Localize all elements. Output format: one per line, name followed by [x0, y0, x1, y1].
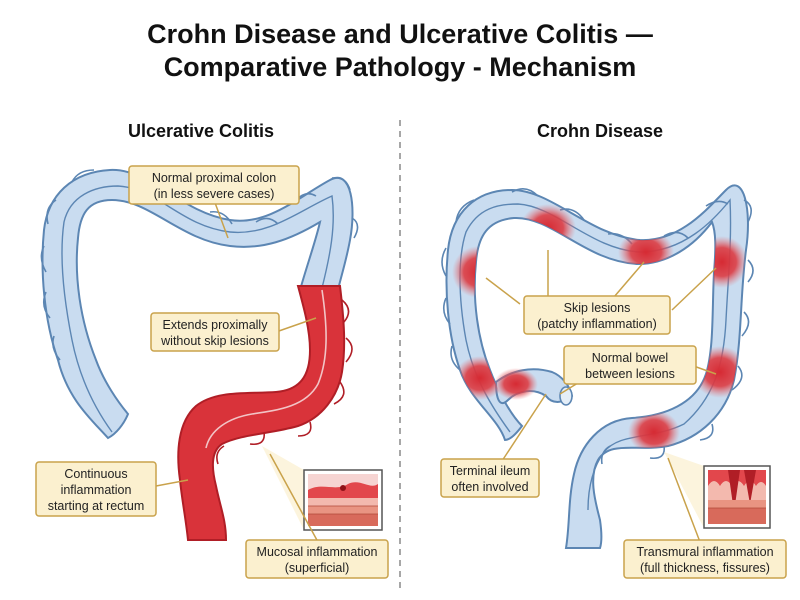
callout-normal-between: Normal bowel between lesions	[563, 345, 697, 385]
svg-text:Transmural inflammation: Transmural inflammation	[636, 545, 773, 559]
svg-text:Skip lesions: Skip lesions	[564, 301, 631, 315]
callout-skip-lesions: Skip lesions (patchy inflammation)	[523, 295, 671, 335]
uc-heading: Ulcerative Colitis	[127, 121, 275, 141]
callout-normal-proximal: Normal proximal colon (in less severe ca…	[128, 165, 300, 205]
title-line-2: Comparative Pathology - Mechanism	[163, 52, 637, 82]
svg-text:Mucosal inflammation: Mucosal inflammation	[257, 545, 378, 559]
callout-transmural: Transmural inflammation (full thickness,…	[623, 539, 787, 579]
cd-lesion	[618, 230, 674, 274]
callout-continuous: Continuous inflammation starting at rect…	[35, 461, 157, 517]
cd-lesion	[692, 346, 748, 398]
svg-text:often involved: often involved	[451, 480, 528, 494]
svg-text:(in less severe cases): (in less severe cases)	[154, 187, 275, 201]
svg-text:without skip lesions: without skip lesions	[160, 334, 269, 348]
callout-extends-proximally: Extends proximally without skip lesions	[150, 312, 280, 352]
uc-mucosal-inset	[262, 446, 383, 531]
svg-text:Terminal ileum: Terminal ileum	[450, 464, 531, 478]
uc-inflamed-haustra	[216, 299, 353, 465]
uc-inflamed-inner-line	[205, 289, 327, 449]
svg-text:Continuous: Continuous	[64, 467, 127, 481]
page-title: Crohn Disease and Ulcerative Colitis — C…	[0, 18, 800, 84]
cd-lesion	[520, 204, 576, 252]
cd-lesion	[628, 410, 680, 454]
cd-lesion-ileum	[494, 368, 538, 400]
svg-text:Extends proximally: Extends proximally	[163, 318, 269, 332]
callout-terminal-ileum: Terminal ileum often involved	[440, 458, 540, 498]
svg-text:between lesions: between lesions	[585, 367, 675, 381]
svg-text:(superficial): (superficial)	[285, 561, 350, 575]
svg-text:(full thickness, fissures): (full thickness, fissures)	[640, 561, 770, 575]
svg-text:inflammation: inflammation	[61, 483, 132, 497]
cd-heading: Crohn Disease	[536, 121, 664, 141]
svg-text:starting at rectum: starting at rectum	[48, 499, 145, 513]
cd-haustra	[441, 188, 754, 465]
cd-lesion	[452, 246, 504, 298]
svg-text:Normal bowel: Normal bowel	[592, 351, 668, 365]
svg-text:Normal proximal colon: Normal proximal colon	[152, 171, 276, 185]
callout-leaders	[155, 199, 717, 543]
uc-inner-line	[61, 185, 334, 433]
title-line-1: Crohn Disease and Ulcerative Colitis —	[147, 19, 653, 49]
svg-text:(patchy inflammation): (patchy inflammation)	[537, 317, 657, 331]
callout-mucosal: Mucosal inflammation (superficial)	[245, 539, 389, 579]
cd-transmural-inset	[664, 452, 771, 529]
